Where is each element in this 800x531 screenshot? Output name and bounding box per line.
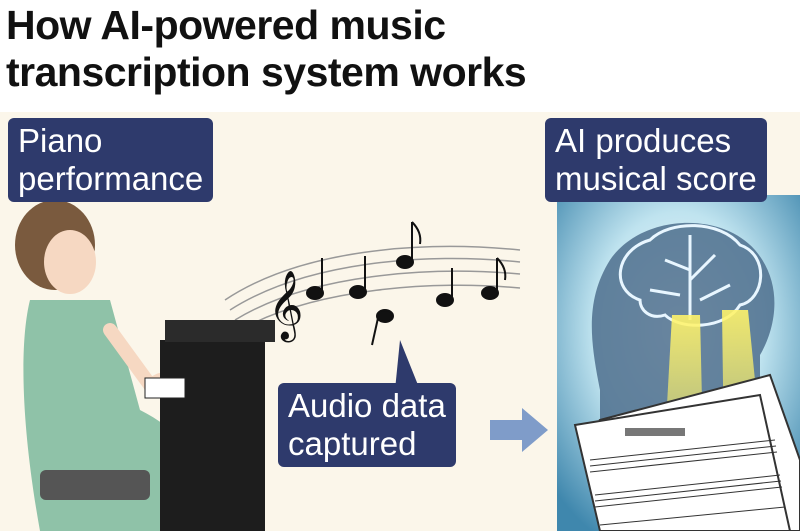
grand-piano-illustration (144, 320, 275, 531)
right-arrow-icon (490, 408, 548, 452)
label-line: musical score (555, 160, 757, 197)
label-line: captured (288, 425, 417, 462)
label-line: AI produces (555, 122, 732, 159)
page-title: How AI-powered music transcription syste… (6, 2, 527, 96)
music-score-sheets-icon (573, 373, 800, 531)
audio-data-captured-label: Audio data captured (278, 383, 456, 467)
ai-produces-score-label: AI produces musical score (545, 118, 767, 202)
brain-circuit-icon (618, 224, 763, 327)
music-notes-icon (306, 221, 507, 346)
piano-bench (40, 470, 150, 500)
piano-performance-label: Piano performance (8, 118, 214, 202)
label-line: Piano (18, 122, 103, 159)
label-line: Audio data (288, 387, 446, 424)
title-line-1: How AI-powered music (6, 2, 446, 48)
speech-bubble-tail (395, 340, 420, 390)
music-staff-lines (224, 245, 521, 331)
title-line-2: transcription system works (6, 49, 527, 95)
label-line: performance (18, 160, 204, 197)
